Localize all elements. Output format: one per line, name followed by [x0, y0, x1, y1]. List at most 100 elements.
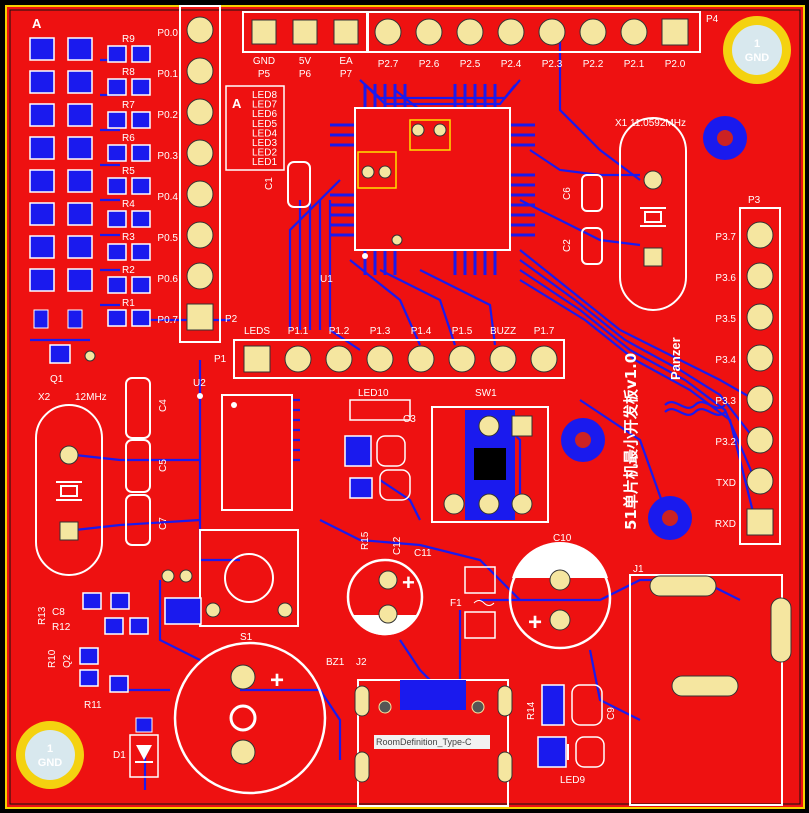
crystal-x1 [619, 117, 687, 311]
r13-ref: R13 [37, 606, 48, 625]
s1-ref: S1 [240, 632, 253, 643]
board-author: Panzer [668, 337, 683, 380]
led-label: LED6 [252, 109, 277, 120]
header-pin [661, 18, 689, 46]
led-pad [67, 235, 93, 259]
header-pin [325, 345, 353, 373]
svg-text:+: + [270, 667, 284, 694]
header-pin [186, 139, 214, 167]
resistor-pad [107, 210, 127, 228]
led-label: LED8 [252, 90, 277, 101]
led10-ref: LED10 [358, 388, 389, 399]
c11-ref: C11 [414, 548, 432, 559]
header-p1-outline [233, 339, 565, 379]
board-title: 51单片机最小开发板v1.0 [622, 353, 640, 530]
header-pin [746, 508, 774, 536]
header-pin [186, 98, 214, 126]
power-pin-label: GND [253, 56, 275, 67]
power-pin [333, 19, 359, 45]
resistor-pad [107, 78, 127, 96]
j2-ref: J2 [356, 657, 367, 668]
header-pin [284, 345, 312, 373]
pin-label: P2.0 [665, 59, 686, 70]
pin-label: P2.4 [501, 59, 522, 70]
pin-label: P2.5 [460, 59, 481, 70]
led-pad [67, 169, 93, 193]
typec-footprint-label: RoomDefinition_Type-C [376, 737, 472, 747]
header-p4-outline [367, 11, 701, 53]
q1-ref: Q1 [50, 374, 64, 385]
pin-label: P1.5 [452, 326, 473, 337]
header-pin [448, 345, 476, 373]
led10 [344, 399, 411, 467]
crystal-x2 [35, 404, 103, 576]
resistor-pad [33, 309, 49, 329]
led-label: LED7 [252, 100, 277, 111]
pin-label: BUZZ [490, 326, 516, 337]
header-pin [579, 18, 607, 46]
mcu-u1 [330, 84, 535, 275]
smd-led-array: A [29, 16, 151, 329]
r11-ref: R11 [84, 700, 102, 711]
resistor-ref: R9 [122, 34, 135, 45]
header-pin [746, 467, 774, 495]
usb-typec-j2 [354, 679, 513, 807]
header-p0-pins: P0.0P0.1P0.2P0.3P0.4P0.5P0.6P0.7 [157, 16, 214, 331]
power-pin-ref: P6 [299, 69, 312, 80]
r14-ref: R14 [526, 701, 537, 720]
gnd-pad-bottom-left: 1 GND [16, 721, 84, 789]
led-pad [67, 268, 93, 292]
power-pin-ref: P7 [340, 69, 353, 80]
header-pin [186, 57, 214, 85]
c2-ref: C2 [562, 239, 573, 252]
cap-c11: + [346, 558, 424, 636]
led-pad [67, 103, 93, 127]
led-pad [67, 70, 93, 94]
header-pin [530, 345, 558, 373]
diode-d1 [129, 717, 159, 778]
led-pad [29, 169, 55, 193]
resistor-pad [107, 177, 127, 195]
header-pin [415, 18, 443, 46]
cap-c6 [581, 174, 603, 212]
pin-label: P2.6 [419, 59, 440, 70]
led-pad [29, 235, 55, 259]
c3-ref: C3 [403, 414, 416, 425]
resistor-ref: R6 [122, 133, 135, 144]
c5-ref: C5 [158, 459, 169, 472]
svg-text:+: + [528, 609, 542, 636]
header-pin [374, 18, 402, 46]
cap-c1 [287, 161, 311, 208]
led-pad [29, 202, 55, 226]
resistor-pad [107, 276, 127, 294]
resistor-ref: R5 [122, 166, 135, 177]
power-pin [251, 19, 277, 45]
pin-label: P0.5 [157, 233, 178, 244]
u1-ref: U1 [320, 274, 333, 285]
led-pad [29, 268, 55, 292]
header-pin [746, 344, 774, 372]
transistor-q1 [49, 344, 71, 364]
c4-ref: C4 [158, 399, 169, 412]
pin-label: RXD [715, 519, 736, 530]
resistor-pad [67, 309, 83, 329]
cap-c7 [125, 494, 151, 546]
pin-label: P3.4 [715, 355, 736, 366]
led-pad [67, 202, 93, 226]
pin-label: P1.3 [370, 326, 391, 337]
header-p0-outline [179, 5, 221, 343]
pin-label: P2.2 [583, 59, 604, 70]
svg-text:+: + [402, 570, 415, 595]
pin-label: TXD [716, 478, 736, 489]
u2-ref: U2 [193, 378, 206, 389]
resistor-ref: R4 [122, 199, 135, 210]
power-pin-ref: P5 [258, 69, 271, 80]
pin-label: P1.1 [288, 326, 309, 337]
mounting-hole [561, 418, 605, 462]
power-pin-label: 5V [299, 56, 312, 67]
power-pin [292, 19, 318, 45]
r15-ref: R15 [360, 531, 371, 550]
